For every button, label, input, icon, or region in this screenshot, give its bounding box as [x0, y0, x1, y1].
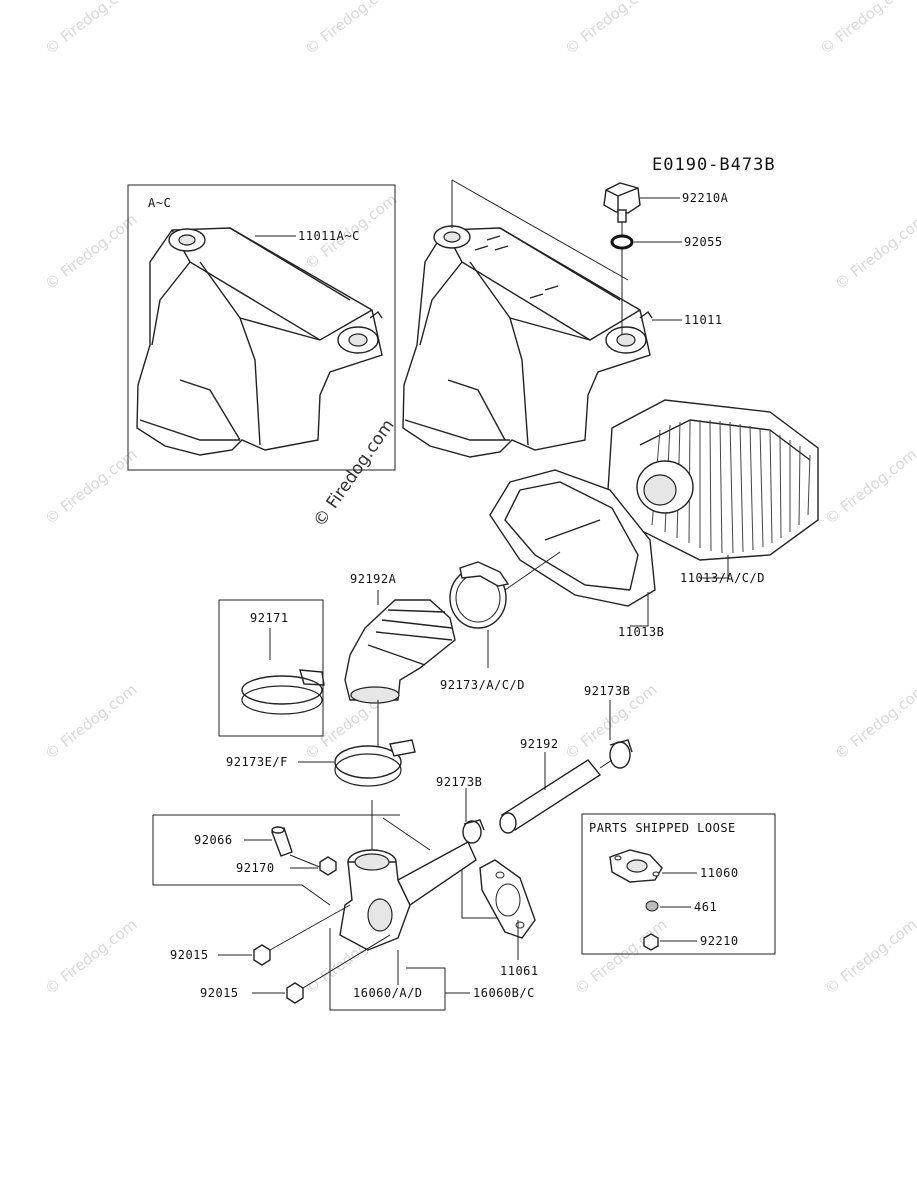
- part-label-loose-washer: 461: [694, 900, 717, 914]
- part-label-hose-small: 92192: [520, 737, 559, 751]
- o-ring-washer: [610, 234, 634, 250]
- small-clamp-left: [462, 819, 485, 844]
- air-cleaner-cover: [402, 225, 653, 458]
- leader-line: [630, 592, 649, 627]
- part-label-cover-variant: 11011A~C: [298, 229, 360, 243]
- intake-elbow-hose: [344, 599, 456, 704]
- loose-washer: [645, 900, 659, 912]
- hose-clamp-lower: [334, 739, 416, 787]
- pre-cleaner-sleeve: [489, 469, 656, 607]
- part-label-washer: 92055: [684, 235, 723, 249]
- watermark: © Firedog.com: [41, 0, 140, 58]
- part-label-filter: 11013/A/C/D: [680, 571, 765, 585]
- part-label-knob: 92210A: [682, 191, 729, 205]
- assembly-line: [302, 934, 391, 989]
- clamp-box: 92171: [218, 599, 325, 737]
- air-filter-element: [607, 399, 819, 561]
- assembly-line: [599, 759, 613, 769]
- leader-line: [700, 555, 729, 579]
- assembly-line: [382, 817, 431, 851]
- part-label-pre-cleaner: 11013B: [618, 625, 664, 639]
- loose-nut: [643, 933, 659, 951]
- watermark: © Firedog.com: [821, 915, 917, 998]
- pin: [271, 826, 293, 857]
- part-label-loose-nut: 92210: [700, 934, 739, 948]
- band-clamp: [241, 675, 323, 705]
- assembly-line: [451, 179, 629, 281]
- clamp-box-frame: [218, 599, 324, 737]
- assembly-line: [289, 854, 323, 869]
- wing-knob: [603, 182, 641, 223]
- part-label-elbow-hose: 92192A: [350, 572, 397, 586]
- watermark: © Firedog.com: [41, 680, 140, 763]
- assembly-line: [269, 904, 351, 951]
- reference-code: E0190-B473B: [652, 155, 776, 175]
- loose-gasket: [609, 849, 663, 883]
- part-label-cover: 11011: [684, 313, 723, 327]
- watermark: © Firedog.com: [41, 210, 140, 293]
- air-cleaner-cover-variant: [136, 227, 383, 456]
- watermark: © Firedog.com: [41, 445, 140, 528]
- assembly-line: [504, 551, 561, 591]
- part-label-loose-gasket: 11060: [700, 866, 739, 880]
- part-label-clamp-small-left: 92173B: [436, 775, 482, 789]
- watermark: © Firedog.com: [831, 210, 917, 293]
- watermark: © Firedog.com: [816, 0, 915, 58]
- watermark: © Firedog.com: [561, 0, 660, 58]
- intake-holder: [339, 841, 477, 951]
- watermark: © Firedog.com: [831, 680, 917, 763]
- variant-box: A~C 11011A~C: [127, 184, 396, 471]
- watermark-center: © Firedog.com: [310, 416, 399, 531]
- breather-hose: [499, 759, 602, 834]
- loose-parts-frame: [581, 813, 776, 955]
- hose-clamp-upper: [449, 561, 510, 629]
- part-label-clamp-small-right: 92173B: [584, 684, 630, 698]
- gasket: [479, 859, 536, 939]
- assembly-line: [152, 815, 331, 906]
- part-label-holder-ad: 16060/A/D: [353, 986, 423, 1000]
- variant-box-frame: [127, 184, 396, 471]
- watermark: © Firedog.com: [821, 445, 917, 528]
- part-label-clamp-lower: 92173E/F: [226, 755, 288, 769]
- part-label-clamp-box: 92171: [250, 611, 289, 625]
- part-label-pin: 92066: [194, 833, 233, 847]
- watermark: © Firedog.com: [41, 915, 140, 998]
- assembly-line: [329, 928, 446, 1011]
- hex-nut-lower: [286, 982, 304, 1004]
- part-label-clamp-upper: 92173/A/C/D: [440, 678, 525, 692]
- hex-nut-upper: [253, 944, 271, 966]
- watermark: © Firedog.com: [301, 0, 400, 58]
- small-bolt: [319, 856, 337, 876]
- part-label-nut-upper: 92015: [170, 948, 209, 962]
- variant-box-title: A~C: [148, 196, 171, 210]
- part-label-holder-bc: 16060B/C: [473, 986, 535, 1000]
- loose-parts-title: PARTS SHIPPED LOOSE: [589, 821, 736, 835]
- small-clamp-right: [609, 739, 633, 769]
- watermark: © Firedog.com: [571, 915, 670, 998]
- part-label-nut-lower: 92015: [200, 986, 239, 1000]
- part-label-bolt: 92170: [236, 861, 275, 875]
- assembly-line: [461, 870, 508, 919]
- part-label-gasket: 11061: [500, 964, 539, 978]
- loose-parts-box: PARTS SHIPPED LOOSE 11060 461 92210: [581, 813, 776, 955]
